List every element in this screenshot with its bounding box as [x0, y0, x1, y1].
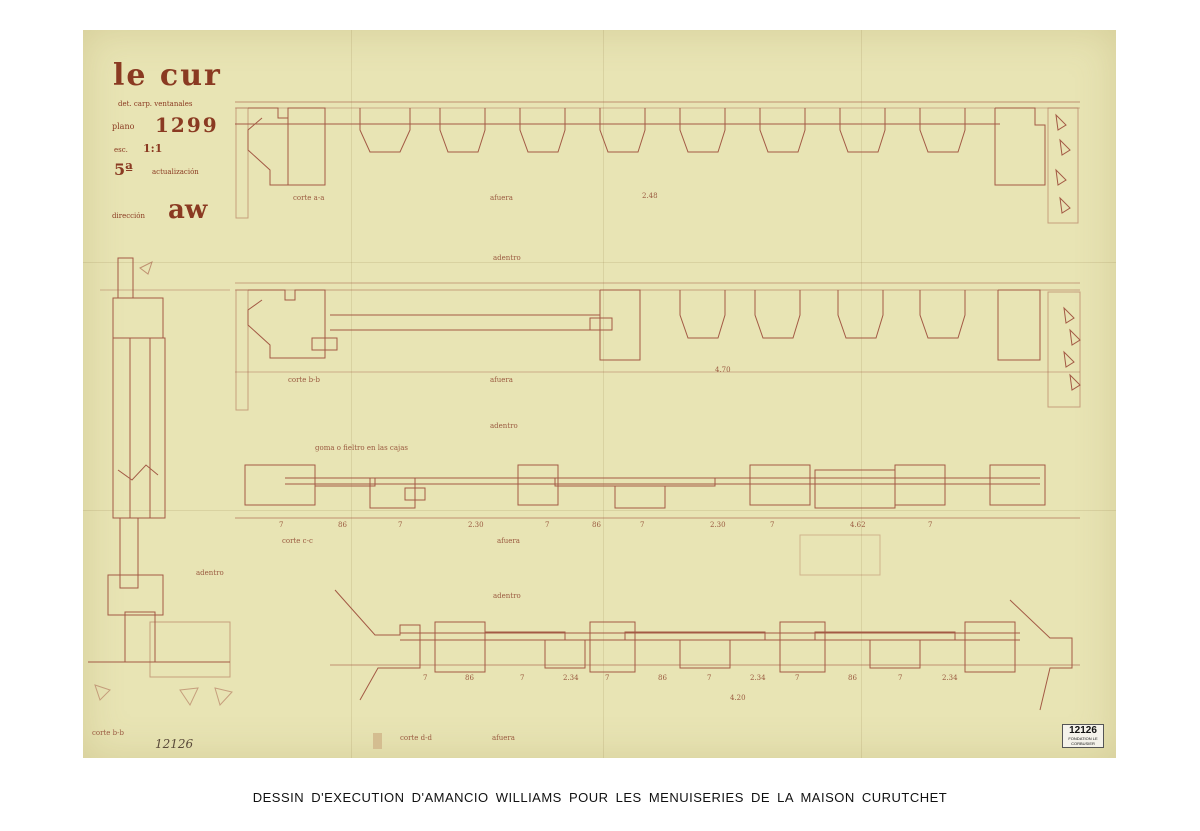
- version-number: 5ª: [114, 160, 133, 179]
- section-a-total: 2.48: [642, 192, 658, 200]
- direction-value: aw: [168, 195, 208, 225]
- section-d-outside: afuera: [492, 734, 515, 742]
- page-caption: DESSIN D'EXECUTION D'AMANCIO WILLIAMS PO…: [252, 790, 948, 805]
- plano-label: plano: [112, 122, 135, 131]
- dim-label: 7: [795, 674, 799, 682]
- section-d-label: corte d-d: [400, 734, 433, 742]
- dim-label: 7: [928, 521, 932, 529]
- section-b-label: corte b-b: [288, 376, 321, 384]
- section-b-total: 4.70: [715, 366, 731, 374]
- scale-label: esc.: [114, 146, 128, 154]
- section-b-inside: adentro: [490, 422, 518, 430]
- section-c-outside: afuera: [497, 537, 520, 545]
- handwritten-number: 12126: [155, 737, 194, 751]
- dim-label: 7: [707, 674, 711, 682]
- dim-label: 86: [592, 521, 601, 529]
- section-d-total: 4.20: [730, 694, 746, 702]
- dim-label: 7: [605, 674, 609, 682]
- fold-line: [603, 30, 604, 758]
- direction-label: dirección: [112, 212, 146, 220]
- dim-label: 7: [640, 521, 644, 529]
- side-section-label: corte b-b: [92, 729, 125, 737]
- section-c-c-drawing: [235, 465, 1080, 575]
- dim-label: 86: [465, 674, 474, 682]
- dims-c-group: 7 86 7 2.30 7 86 7 2.30 7 4.62 7: [279, 521, 932, 529]
- scale-value: 1:1: [143, 142, 163, 155]
- dim-label: 7: [398, 521, 402, 529]
- fold-line: [83, 510, 1116, 511]
- section-a-a-drawing: [235, 102, 1080, 223]
- dim-label: 7: [898, 674, 902, 682]
- dim-label: 4.62: [850, 521, 866, 529]
- fold-line: [861, 30, 862, 758]
- dim-label: 7: [279, 521, 283, 529]
- side-section-drawing: [88, 258, 232, 705]
- tape-strip: [373, 733, 382, 749]
- dim-label: 2.30: [468, 521, 484, 529]
- section-a-outside: afuera: [490, 194, 513, 202]
- section-a-label: corte a-a: [293, 194, 324, 202]
- dim-label: 2.34: [942, 674, 958, 682]
- dim-label: 7: [520, 674, 524, 682]
- dim-label: 7: [545, 521, 549, 529]
- dims-d-group: 7 86 7 2.34 7 86 7 2.34 7 86 7 2.34: [423, 674, 958, 682]
- dim-label: 86: [658, 674, 667, 682]
- section-b-b-drawing: [235, 283, 1080, 410]
- dim-label: 86: [848, 674, 857, 682]
- section-c-inside: adentro: [493, 592, 521, 600]
- version-label: actualización: [152, 168, 199, 176]
- gasket-annotation: goma o fieltro en las cajas: [315, 444, 408, 452]
- dim-label: 2.34: [563, 674, 579, 682]
- fold-line: [351, 30, 352, 758]
- dim-label: 2.30: [710, 521, 726, 529]
- drawing-sheet: [83, 30, 1116, 758]
- dim-label: 7: [770, 521, 774, 529]
- fold-line: [83, 262, 1116, 263]
- section-a-inside: adentro: [493, 254, 521, 262]
- logo-text: le cur: [113, 58, 222, 93]
- title-subject: det. carp. ventanales: [118, 100, 193, 108]
- dim-label: 2.34: [750, 674, 766, 682]
- dim-label: 86: [338, 521, 347, 529]
- plano-number: 1299: [155, 113, 219, 137]
- stamp-number: 12126: [1069, 725, 1097, 736]
- section-d-d-drawing: [330, 590, 1080, 710]
- side-section-inside: adentro: [196, 569, 224, 577]
- section-b-outside: afuera: [490, 376, 513, 384]
- archive-stamp: 12126 FONDATION LE CORBUSIER: [1062, 724, 1104, 748]
- dim-label: 7: [423, 674, 427, 682]
- stamp-text: FONDATION LE CORBUSIER: [1068, 736, 1098, 746]
- section-c-label: corte c-c: [282, 537, 313, 545]
